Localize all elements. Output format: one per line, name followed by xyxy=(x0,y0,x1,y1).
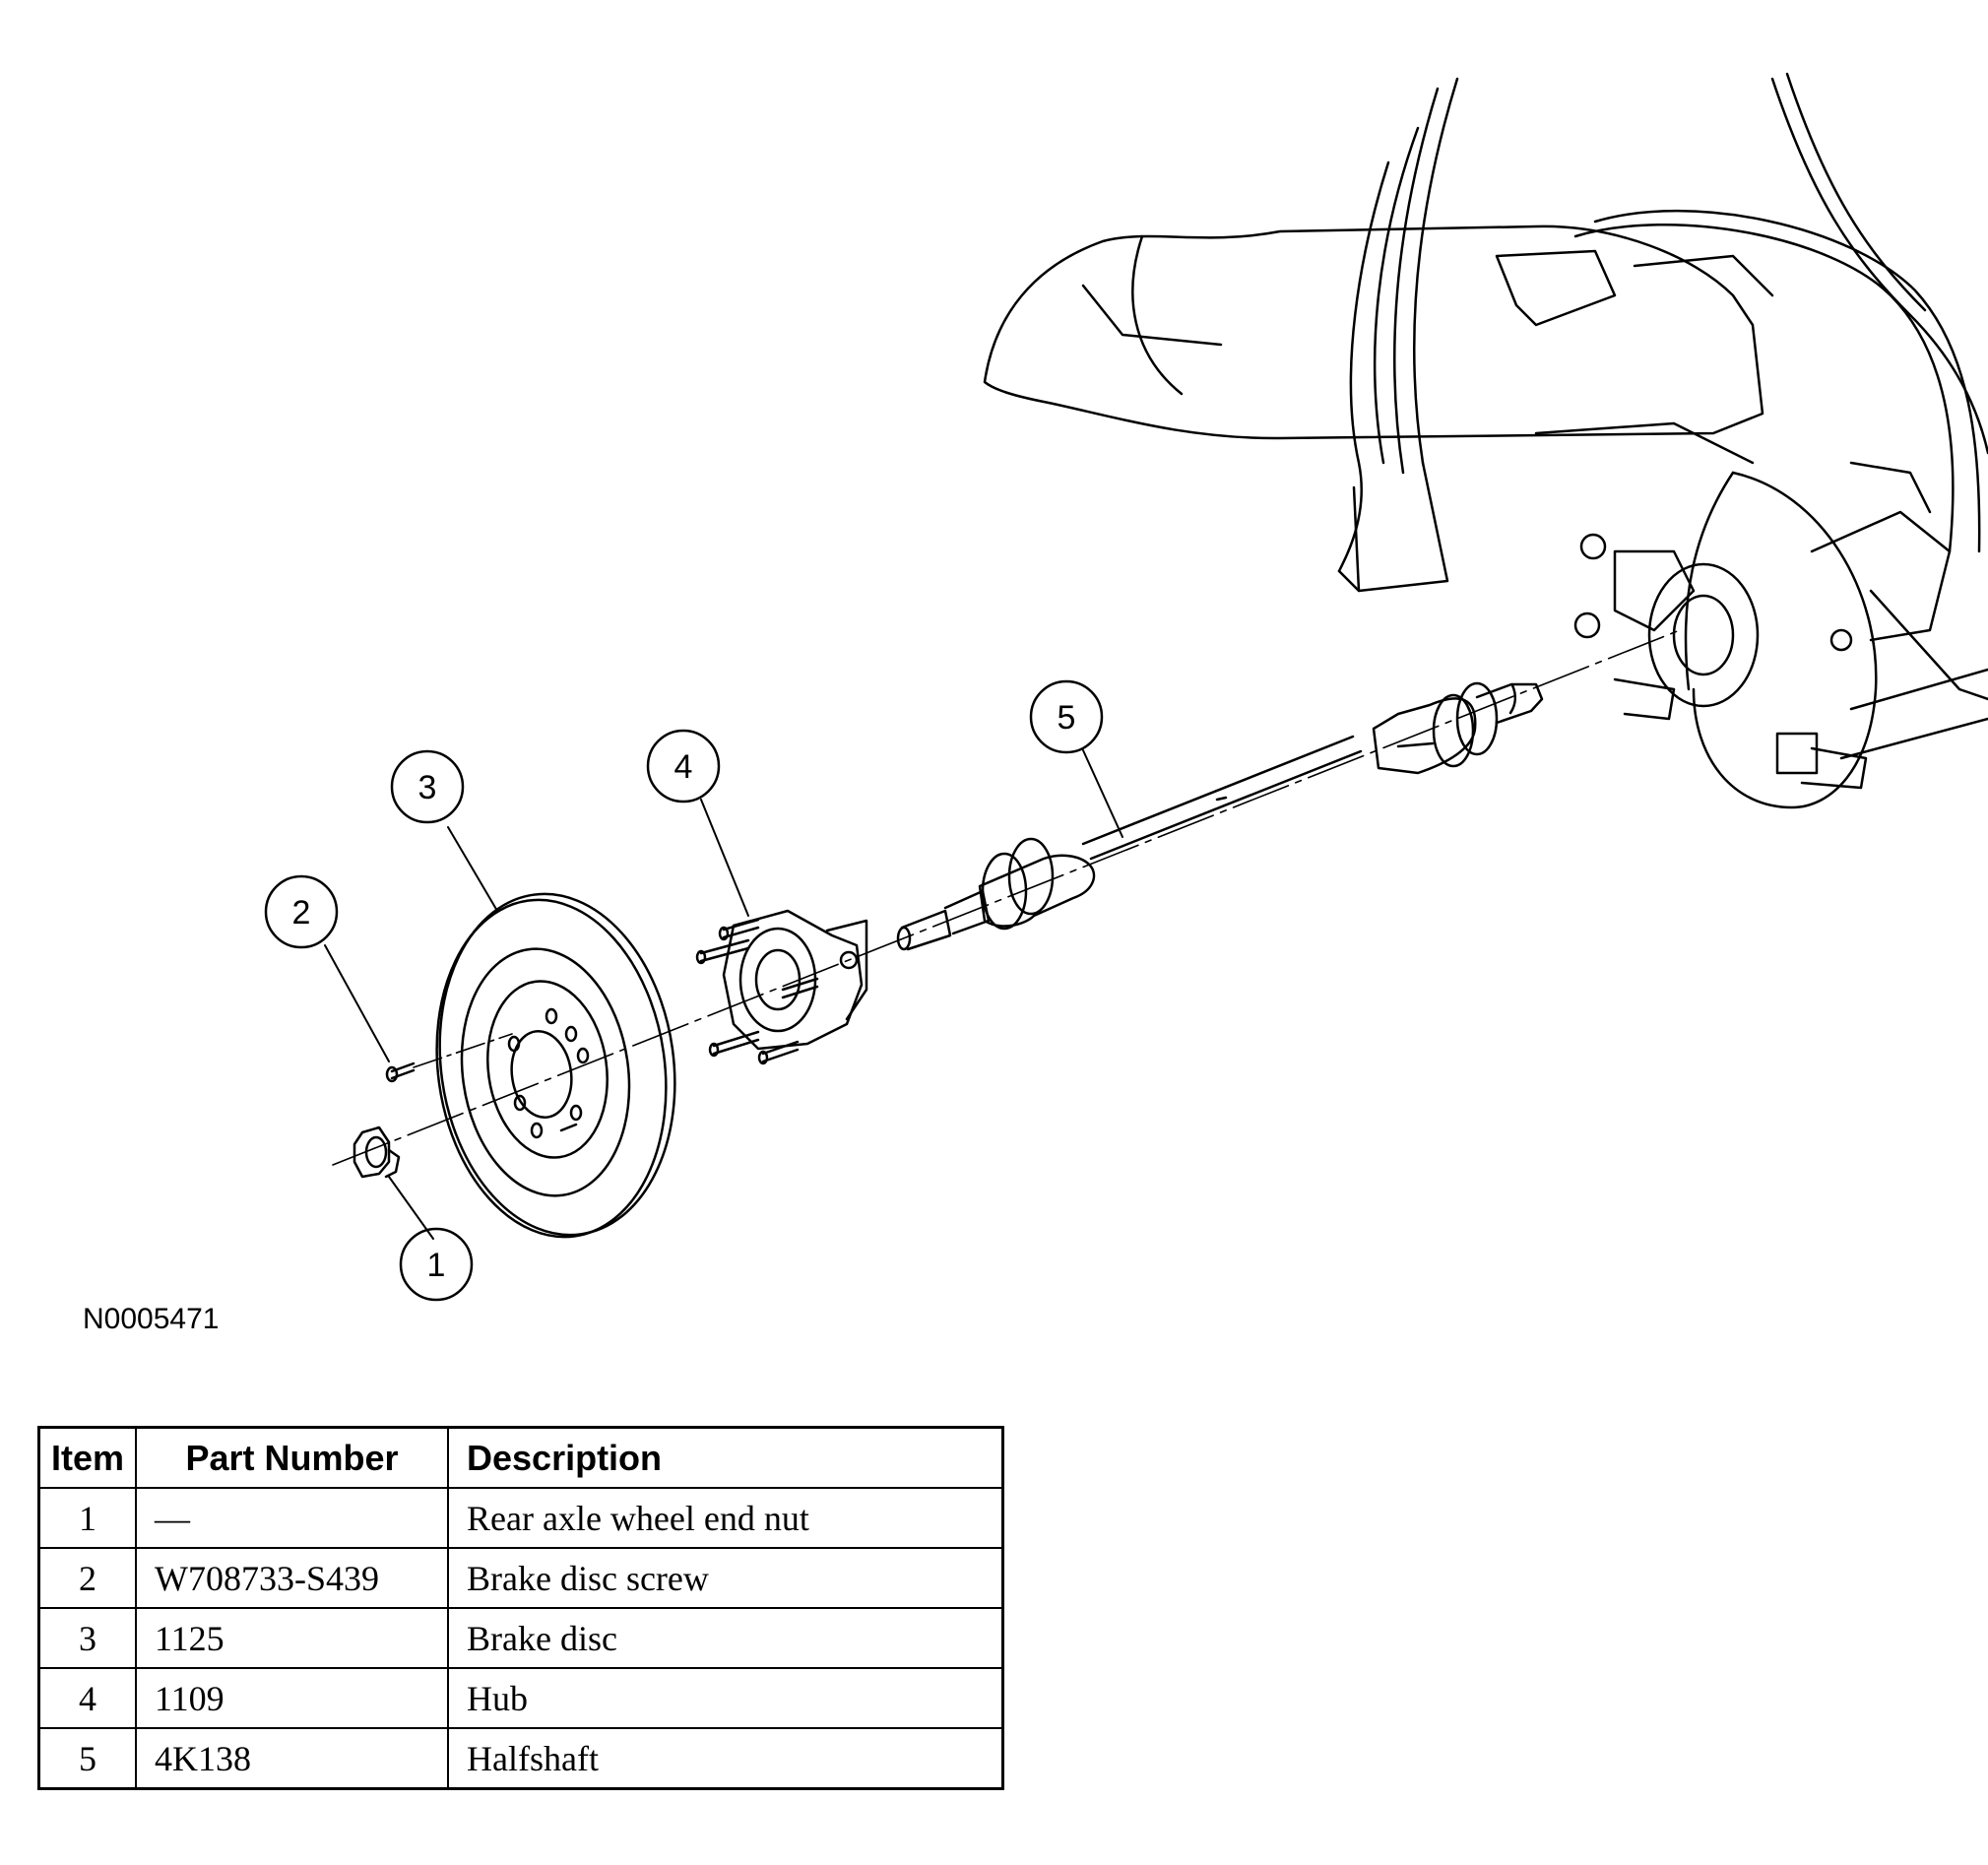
item-cell: 5 xyxy=(37,1727,137,1790)
callout-4: 4 xyxy=(646,729,721,804)
figure-id: N0005471 xyxy=(83,1303,220,1335)
table-row: 4 1109 Hub xyxy=(37,1667,1004,1729)
part-number-cell: 4K138 xyxy=(135,1727,449,1790)
header-part-number: Part Number xyxy=(135,1426,449,1489)
header-item: Item xyxy=(37,1426,137,1489)
axis-centerline xyxy=(332,629,1681,1166)
vehicle-body xyxy=(983,72,1988,593)
header-description: Description xyxy=(447,1426,1004,1489)
callout-leaders xyxy=(324,749,1123,1240)
hub xyxy=(695,909,868,1065)
svg-text:3: 3 xyxy=(418,769,437,806)
description-cell: Brake disc screw xyxy=(447,1547,1004,1609)
table-header-row: Item Part Number Description xyxy=(37,1426,1004,1489)
wheel-end-nut xyxy=(353,1125,401,1179)
callout-5: 5 xyxy=(1029,679,1104,754)
description-cell: Rear axle wheel end nut xyxy=(447,1487,1004,1549)
description-cell: Brake disc xyxy=(447,1607,1004,1669)
part-number-cell: W708733-S439 xyxy=(135,1547,449,1609)
part-number-cell: 1125 xyxy=(135,1607,449,1669)
callout-3: 3 xyxy=(390,749,465,824)
item-cell: 1 xyxy=(37,1487,137,1549)
svg-text:5: 5 xyxy=(1058,699,1076,737)
brake-disc-screw xyxy=(385,1033,513,1083)
table-row: 5 4K138 Halfshaft xyxy=(37,1727,1004,1790)
part-number-cell: 1109 xyxy=(135,1667,449,1729)
callout-1: 1 xyxy=(399,1227,474,1302)
svg-text:2: 2 xyxy=(292,894,311,932)
part-number-cell: — xyxy=(135,1487,449,1549)
halfshaft xyxy=(896,681,1544,951)
item-cell: 4 xyxy=(37,1667,137,1729)
item-cell: 2 xyxy=(37,1547,137,1609)
table-row: 1 — Rear axle wheel end nut xyxy=(37,1487,1004,1549)
table-row: 3 1125 Brake disc xyxy=(37,1607,1004,1669)
table-row: 2 W708733-S439 Brake disc screw xyxy=(37,1547,1004,1609)
item-cell: 3 xyxy=(37,1607,137,1669)
parts-table: Item Part Number Description 1 — Rear ax… xyxy=(37,1426,1004,1790)
callout-2: 2 xyxy=(264,874,339,949)
exploded-view-illustration: 1 2 3 4 5 xyxy=(264,72,1988,1302)
description-cell: Hub xyxy=(447,1667,1004,1729)
svg-text:1: 1 xyxy=(427,1247,446,1284)
brake-disc xyxy=(435,892,676,1239)
description-cell: Halfshaft xyxy=(447,1727,1004,1790)
rear-knuckle-assembly xyxy=(1573,461,1988,809)
svg-text:4: 4 xyxy=(674,748,693,786)
